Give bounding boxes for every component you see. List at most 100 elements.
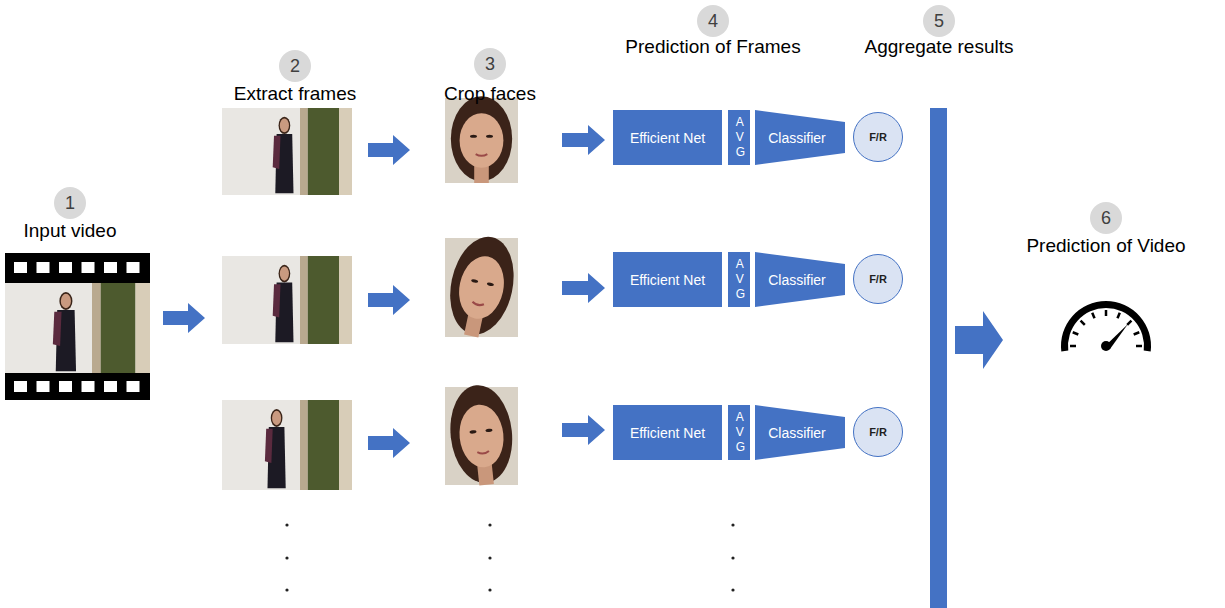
ellipsis-dot [731,556,734,559]
person-cardigan [265,429,273,463]
film-hole [127,381,140,392]
face-crop-picture [445,96,518,183]
film-hole [59,262,72,273]
wall [222,400,352,490]
node-text: AVG [736,115,743,160]
trapezoid-fill [755,252,845,307]
node-text: F/R [869,426,887,438]
face [451,96,512,183]
flow-arrow [562,273,605,303]
efficientnet-box: Efficient Net [613,252,722,307]
frame-picture [222,256,352,344]
node-text: Classifier [768,130,826,146]
avg-pool-box: AVG [728,405,750,460]
node-text: 4 [708,11,718,32]
flow-arrow [562,125,605,155]
gauge-tick [1092,313,1094,319]
person-hair [59,292,72,310]
face [446,382,517,488]
eye [471,279,479,284]
avg-pool-box: AVG [728,110,750,165]
eye [469,430,476,434]
film-hole [37,381,50,392]
node-text: Classifier [768,272,826,288]
trapezoid-fill [755,110,845,165]
gauge-tick [1073,332,1079,334]
classifier-trapezoid: Classifier [755,252,845,307]
flow-arrow [163,303,205,333]
trapezoid-fill [755,405,845,460]
video-frame-picture [5,283,150,373]
film-hole [127,262,140,273]
step-title: Prediction of Video [986,235,1225,257]
gauge-tick [1117,313,1119,319]
gauge-hub [1101,341,1111,351]
mouth [477,451,489,454]
film-body [5,253,150,400]
ellipsis-dot [731,588,734,591]
face-skin [453,252,509,323]
flow-arrow [368,285,410,315]
green-door [308,108,339,195]
aggregate-arrow [955,311,1003,369]
step-number-circle: 2 [279,50,311,82]
ellipsis-dot [488,588,491,591]
face-crop-picture [445,382,518,488]
wall [222,108,352,195]
person-hair [271,409,283,427]
wall [5,283,150,373]
node-text: 5 [934,11,944,32]
film-hole [14,381,27,392]
green-door [101,283,136,373]
step-number-circle: 4 [697,5,729,37]
frame-picture [222,108,352,195]
aggregate-bar [930,108,947,608]
face-crop-picture [441,231,522,343]
hair [442,231,523,341]
node-text: Efficient Net [630,272,705,288]
person-cardigan [53,312,62,346]
step-title: Crop faces [370,83,610,105]
green-door [308,256,339,344]
door-frame [300,108,308,195]
door-edge [339,400,352,490]
step-number-circle: 1 [54,187,86,219]
fake-real-circle: F/R [853,112,903,162]
node-text: 6 [1101,208,1111,229]
person-cardigan [273,136,281,169]
node-text: Efficient Net [630,425,705,441]
eye [486,135,493,138]
film-strip [5,253,150,400]
person-head [61,294,71,308]
eye [487,282,495,287]
door-frame [92,283,101,373]
classifier-trapezoid: Classifier [755,405,845,460]
gauge-tick [1134,332,1140,334]
ellipsis-dot [488,523,491,526]
avg-pool-box: AVG [728,252,750,307]
efficientnet-box: Efficient Net [613,110,722,165]
node-text: 2 [290,56,300,77]
hair [446,382,517,486]
film-hole [37,262,50,273]
person-head [272,411,281,425]
node-text: Efficient Net [630,130,705,146]
green-door [308,400,339,490]
door-edge [339,108,352,195]
person-cardigan [273,284,281,317]
person-head [280,118,289,132]
ellipsis-dot [731,523,734,526]
face-skin [460,113,504,167]
flow-arrow [562,415,605,445]
step-number-circle: 3 [474,48,506,80]
gauge-tick [1105,310,1108,316]
node-text: F/R [869,131,887,143]
door-edge [136,283,151,373]
film-hole [82,262,95,273]
classifier-trapezoid: Classifier [755,110,845,165]
flow-arrow [368,135,410,165]
film-hole [59,381,72,392]
mouth [476,154,488,156]
ellipsis-dot [488,556,491,559]
